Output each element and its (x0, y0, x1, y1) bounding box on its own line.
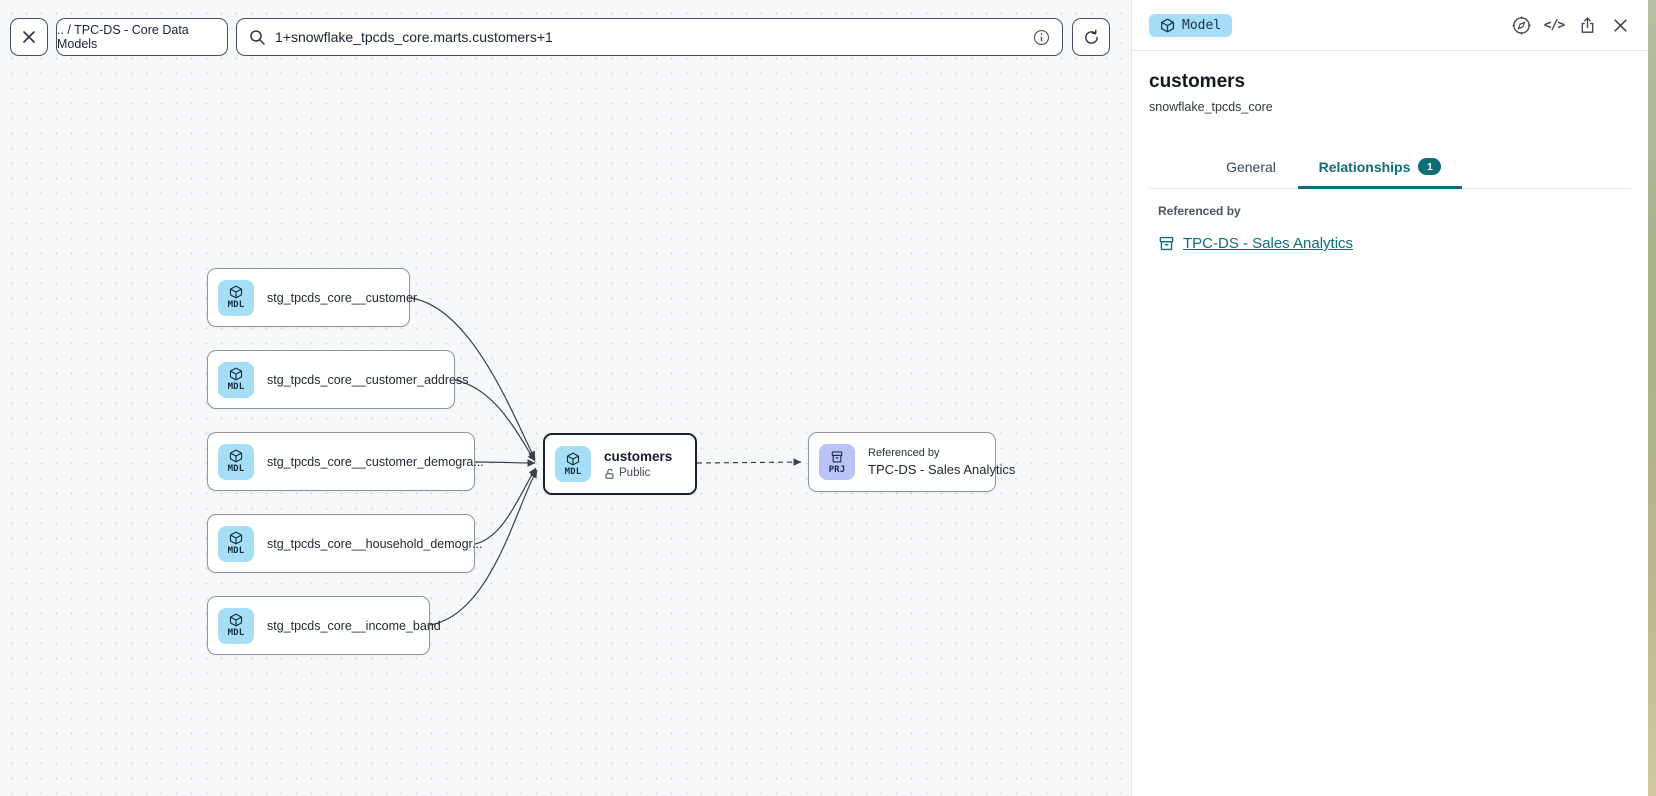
node-title: customers (604, 449, 673, 464)
node-label: stg_tpcds_core__household_demogr... (267, 536, 483, 551)
info-icon[interactable] (1033, 29, 1050, 46)
archive-icon (1159, 236, 1174, 251)
tab-relationships[interactable]: Relationships 1 (1298, 149, 1462, 189)
compass-icon (1512, 16, 1530, 35)
lineage-search[interactable]: 1+snowflake_tpcds_core.marts.customers+1 (236, 18, 1063, 56)
cube-icon (229, 449, 243, 463)
node-title: TPC-DS - Sales Analytics (868, 462, 1016, 477)
details-panel: Model </> customers snowflake_tpcds_ (1131, 0, 1648, 796)
close-panel-button[interactable] (1609, 15, 1631, 37)
lineage-edges (409, 297, 802, 626)
close-lineage-button[interactable] (10, 18, 48, 56)
model-type-badge: MDL (218, 279, 254, 316)
node-caption: Referenced by (868, 447, 940, 459)
model-type-badge: MDL (218, 443, 254, 480)
panel-subtitle: snowflake_tpcds_core (1149, 100, 1273, 114)
close-icon (23, 31, 35, 43)
cube-icon (566, 452, 580, 465)
tab-general-label: General (1226, 158, 1276, 175)
cube-icon (229, 285, 243, 299)
node-label: stg_tpcds_core__income_band (267, 618, 441, 633)
tab-relationships-label: Relationships (1318, 158, 1411, 175)
cube-icon (229, 613, 243, 627)
referenced-by-label: Referenced by (1158, 204, 1241, 218)
share-button[interactable] (1576, 15, 1598, 37)
desktop-wallpaper-sliver (1648, 0, 1656, 796)
model-type-badge: MDL (218, 361, 254, 398)
referenced-project-link[interactable]: TPC-DS - Sales Analytics (1183, 235, 1354, 252)
explore-button[interactable] (1510, 15, 1532, 37)
cube-icon (229, 367, 243, 381)
cube-icon (229, 531, 243, 545)
node-type-label: MDL (227, 464, 245, 474)
project-type-badge: PRJ (819, 444, 855, 480)
search-icon (250, 29, 265, 45)
node-visibility: Public (619, 467, 651, 479)
refresh-icon (1084, 29, 1098, 44)
node-label: stg_tpcds_core__customer_demogra... (267, 454, 484, 469)
node-customers-selected[interactable]: MDL customers Public (543, 433, 697, 495)
node-stg-customer-demographics[interactable]: MDL stg_tpcds_core__customer_demogra... (207, 432, 484, 491)
search-input[interactable]: 1+snowflake_tpcds_core.marts.customers+1 (275, 29, 553, 45)
archive-icon (831, 450, 843, 462)
node-referenced-project[interactable]: PRJ Referenced by TPC-DS - Sales Analyti… (808, 432, 1015, 492)
node-type-label: MDL (227, 546, 245, 556)
panel-body: customers snowflake_tpcds_core General R… (1132, 71, 1648, 252)
breadcrumb[interactable]: .. / TPC-DS - Core Data Models (56, 18, 228, 56)
tab-general[interactable]: General (1204, 149, 1298, 188)
panel-tabs: General Relationships 1 (1149, 149, 1631, 189)
node-type-label: MDL (227, 300, 245, 310)
unlock-icon (605, 468, 614, 479)
panel-title: customers (1149, 71, 1246, 92)
model-type-badge: MDL (218, 525, 254, 562)
node-label: stg_tpcds_core__customer_address (267, 372, 469, 387)
node-stg-household-demographics[interactable]: MDL stg_tpcds_core__household_demogr... (207, 514, 482, 573)
node-type-label: PRJ (828, 464, 846, 475)
model-type-badge: MDL (218, 607, 254, 644)
resource-type-label: Model (1182, 18, 1222, 33)
node-stg-income-band[interactable]: MDL stg_tpcds_core__income_band (207, 596, 441, 655)
model-type-badge: MDL (555, 446, 591, 482)
share-icon (1581, 17, 1593, 33)
panel-header: Model </> (1132, 0, 1648, 50)
close-icon (1613, 19, 1627, 32)
resource-type-badge: Model (1149, 14, 1233, 37)
node-stg-customer[interactable]: MDL stg_tpcds_core__customer (207, 268, 417, 327)
breadcrumb-label: .. / TPC-DS - Core Data Models (57, 23, 189, 51)
referenced-by-item[interactable]: TPC-DS - Sales Analytics (1149, 235, 1631, 252)
code-icon: </> (1543, 18, 1566, 33)
cube-icon (1160, 18, 1175, 33)
view-code-button[interactable]: </> (1543, 15, 1566, 37)
node-type-label: MDL (564, 466, 582, 477)
node-type-label: MDL (227, 382, 245, 392)
node-stg-customer-address[interactable]: MDL stg_tpcds_core__customer_address (207, 350, 469, 409)
node-label: stg_tpcds_core__customer (267, 290, 418, 305)
node-type-label: MDL (227, 628, 245, 638)
panel-header-divider (1132, 50, 1648, 51)
lineage-canvas[interactable]: MDL stg_tpcds_core__customer MDL stg_tpc… (0, 0, 1131, 796)
refresh-button[interactable] (1072, 18, 1110, 56)
relationships-count-badge: 1 (1418, 158, 1442, 175)
